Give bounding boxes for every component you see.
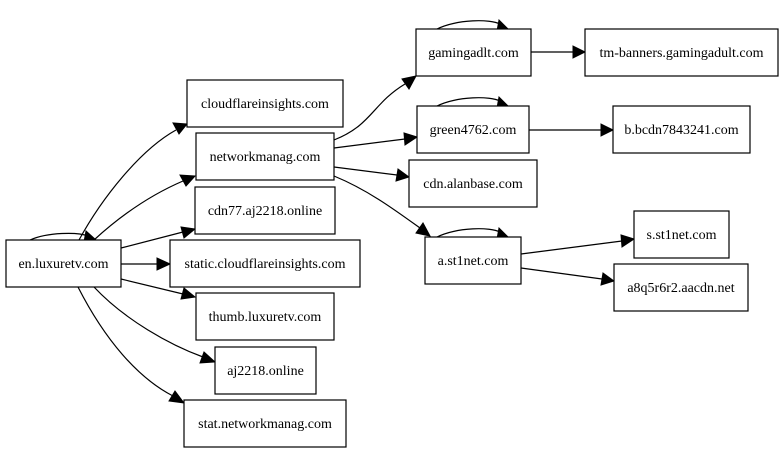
- edge-line: [93, 180, 184, 241]
- edge-line: [333, 175, 421, 229]
- edge-en-luxuretv-to-static-cloudflareinsights: [121, 257, 172, 271]
- arrowhead-icon: [180, 287, 197, 300]
- edge-networkmanag-to-a-st1net: [333, 175, 431, 237]
- arrowhead-icon: [401, 75, 417, 90]
- node-static-cloudflareinsights: static.cloudflareinsights.com: [169, 239, 361, 288]
- arrowhead-icon: [600, 272, 616, 286]
- edge-en-luxuretv-to-aj2218: [93, 286, 217, 364]
- arrowhead-icon: [156, 257, 172, 271]
- edge-line: [120, 231, 184, 249]
- edge-line: [520, 240, 623, 255]
- edge-networkmanag-to-gamingadlt: [333, 75, 417, 141]
- edge-line: [333, 83, 406, 141]
- arrowhead-icon: [620, 234, 636, 248]
- node-thumb-luxuretv: thumb.luxuretv.com: [195, 292, 335, 341]
- edge-line: [436, 228, 501, 238]
- node-label: a.st1net.com: [438, 254, 509, 269]
- node-label: thumb.luxuretv.com: [209, 310, 322, 325]
- node-cloudflareinsights: cloudflareinsights.com: [186, 79, 344, 128]
- edge-en-luxuretv-to-networkmanag: [93, 174, 197, 241]
- edge-en-luxuretv-to-stat-networkmanag: [77, 286, 186, 404]
- arrowhead-icon: [180, 226, 197, 239]
- edge-line: [436, 97, 501, 107]
- edge-a-st1net-to-a8q5r6r2: [520, 267, 616, 286]
- edge-en-luxuretv-to-cloudflareinsights: [78, 122, 188, 241]
- edge-line: [333, 138, 406, 149]
- edge-line: [77, 286, 174, 397]
- edge-line: [78, 129, 177, 241]
- edge-line: [520, 267, 603, 280]
- node-green4762: green4762.com: [416, 105, 530, 154]
- arrowhead-icon: [415, 222, 431, 237]
- node-b-bcdn: b.bcdn7843241.com: [612, 105, 751, 154]
- node-label: static.cloudflareinsights.com: [185, 257, 346, 272]
- node-label: green4762.com: [430, 123, 517, 138]
- node-a-st1net: a.st1net.com: [424, 236, 522, 285]
- node-stat-networkmanag: stat.networkmanag.com: [183, 399, 347, 448]
- edge-networkmanag-to-green4762: [333, 132, 419, 149]
- node-aj2218: aj2218.online: [214, 346, 317, 395]
- node-label: stat.networkmanag.com: [198, 417, 332, 432]
- node-label: gamingadlt.com: [428, 46, 519, 61]
- node-label: b.bcdn7843241.com: [624, 123, 738, 138]
- edge-line: [93, 286, 204, 358]
- node-en-luxuretv: en.luxuretv.com: [5, 239, 122, 288]
- arrowhead-icon: [179, 174, 197, 187]
- node-label: s.st1net.com: [647, 228, 717, 243]
- arrowhead-icon: [395, 168, 411, 182]
- node-networkmanag: networkmanag.com: [195, 132, 335, 181]
- arrowhead-icon: [572, 45, 587, 59]
- node-s-st1net: s.st1net.com: [633, 210, 730, 259]
- edge-line: [120, 278, 184, 295]
- node-label: en.luxuretv.com: [18, 257, 108, 272]
- node-a8q5r6r2: a8q5r6r2.aacdn.net: [613, 263, 749, 312]
- arrowhead-icon: [600, 123, 615, 137]
- node-cdn-alanbase: cdn.alanbase.com: [408, 159, 538, 208]
- edge-line: [436, 20, 501, 30]
- edge-networkmanag-to-cdn-alanbase: [333, 166, 411, 182]
- edge-en-luxuretv-to-thumb-luxuretv: [120, 278, 197, 300]
- edge-gamingadlt-to-tm-banners: [531, 45, 587, 59]
- edge-green4762-to-b-bcdn: [529, 123, 615, 137]
- node-label: aj2218.online: [227, 364, 304, 379]
- edge-a-st1net-to-s-st1net: [520, 234, 636, 255]
- node-label: networkmanag.com: [210, 150, 321, 165]
- node-cdn77-aj2218: cdn77.aj2218.online: [194, 186, 336, 235]
- edge-line: [333, 166, 398, 176]
- node-tm-banners: tm-banners.gamingadult.com: [584, 28, 779, 77]
- node-gamingadlt: gamingadlt.com: [415, 28, 532, 77]
- arrowhead-icon: [403, 132, 419, 146]
- node-label: cdn.alanbase.com: [423, 177, 523, 192]
- node-label: tm-banners.gamingadult.com: [599, 46, 763, 61]
- node-label: cdn77.aj2218.online: [208, 204, 322, 219]
- arrowhead-icon: [199, 351, 217, 364]
- nodes-layer: en.luxuretv.com cloudflareinsights.com n…: [5, 28, 779, 448]
- arrowhead-icon: [172, 122, 188, 135]
- node-label: a8q5r6r2.aacdn.net: [627, 281, 734, 296]
- arrowhead-icon: [168, 390, 186, 404]
- node-label: cloudflareinsights.com: [201, 97, 329, 112]
- edges-layer: [29, 18, 636, 404]
- edge-en-luxuretv-to-cdn77-aj2218: [120, 226, 197, 249]
